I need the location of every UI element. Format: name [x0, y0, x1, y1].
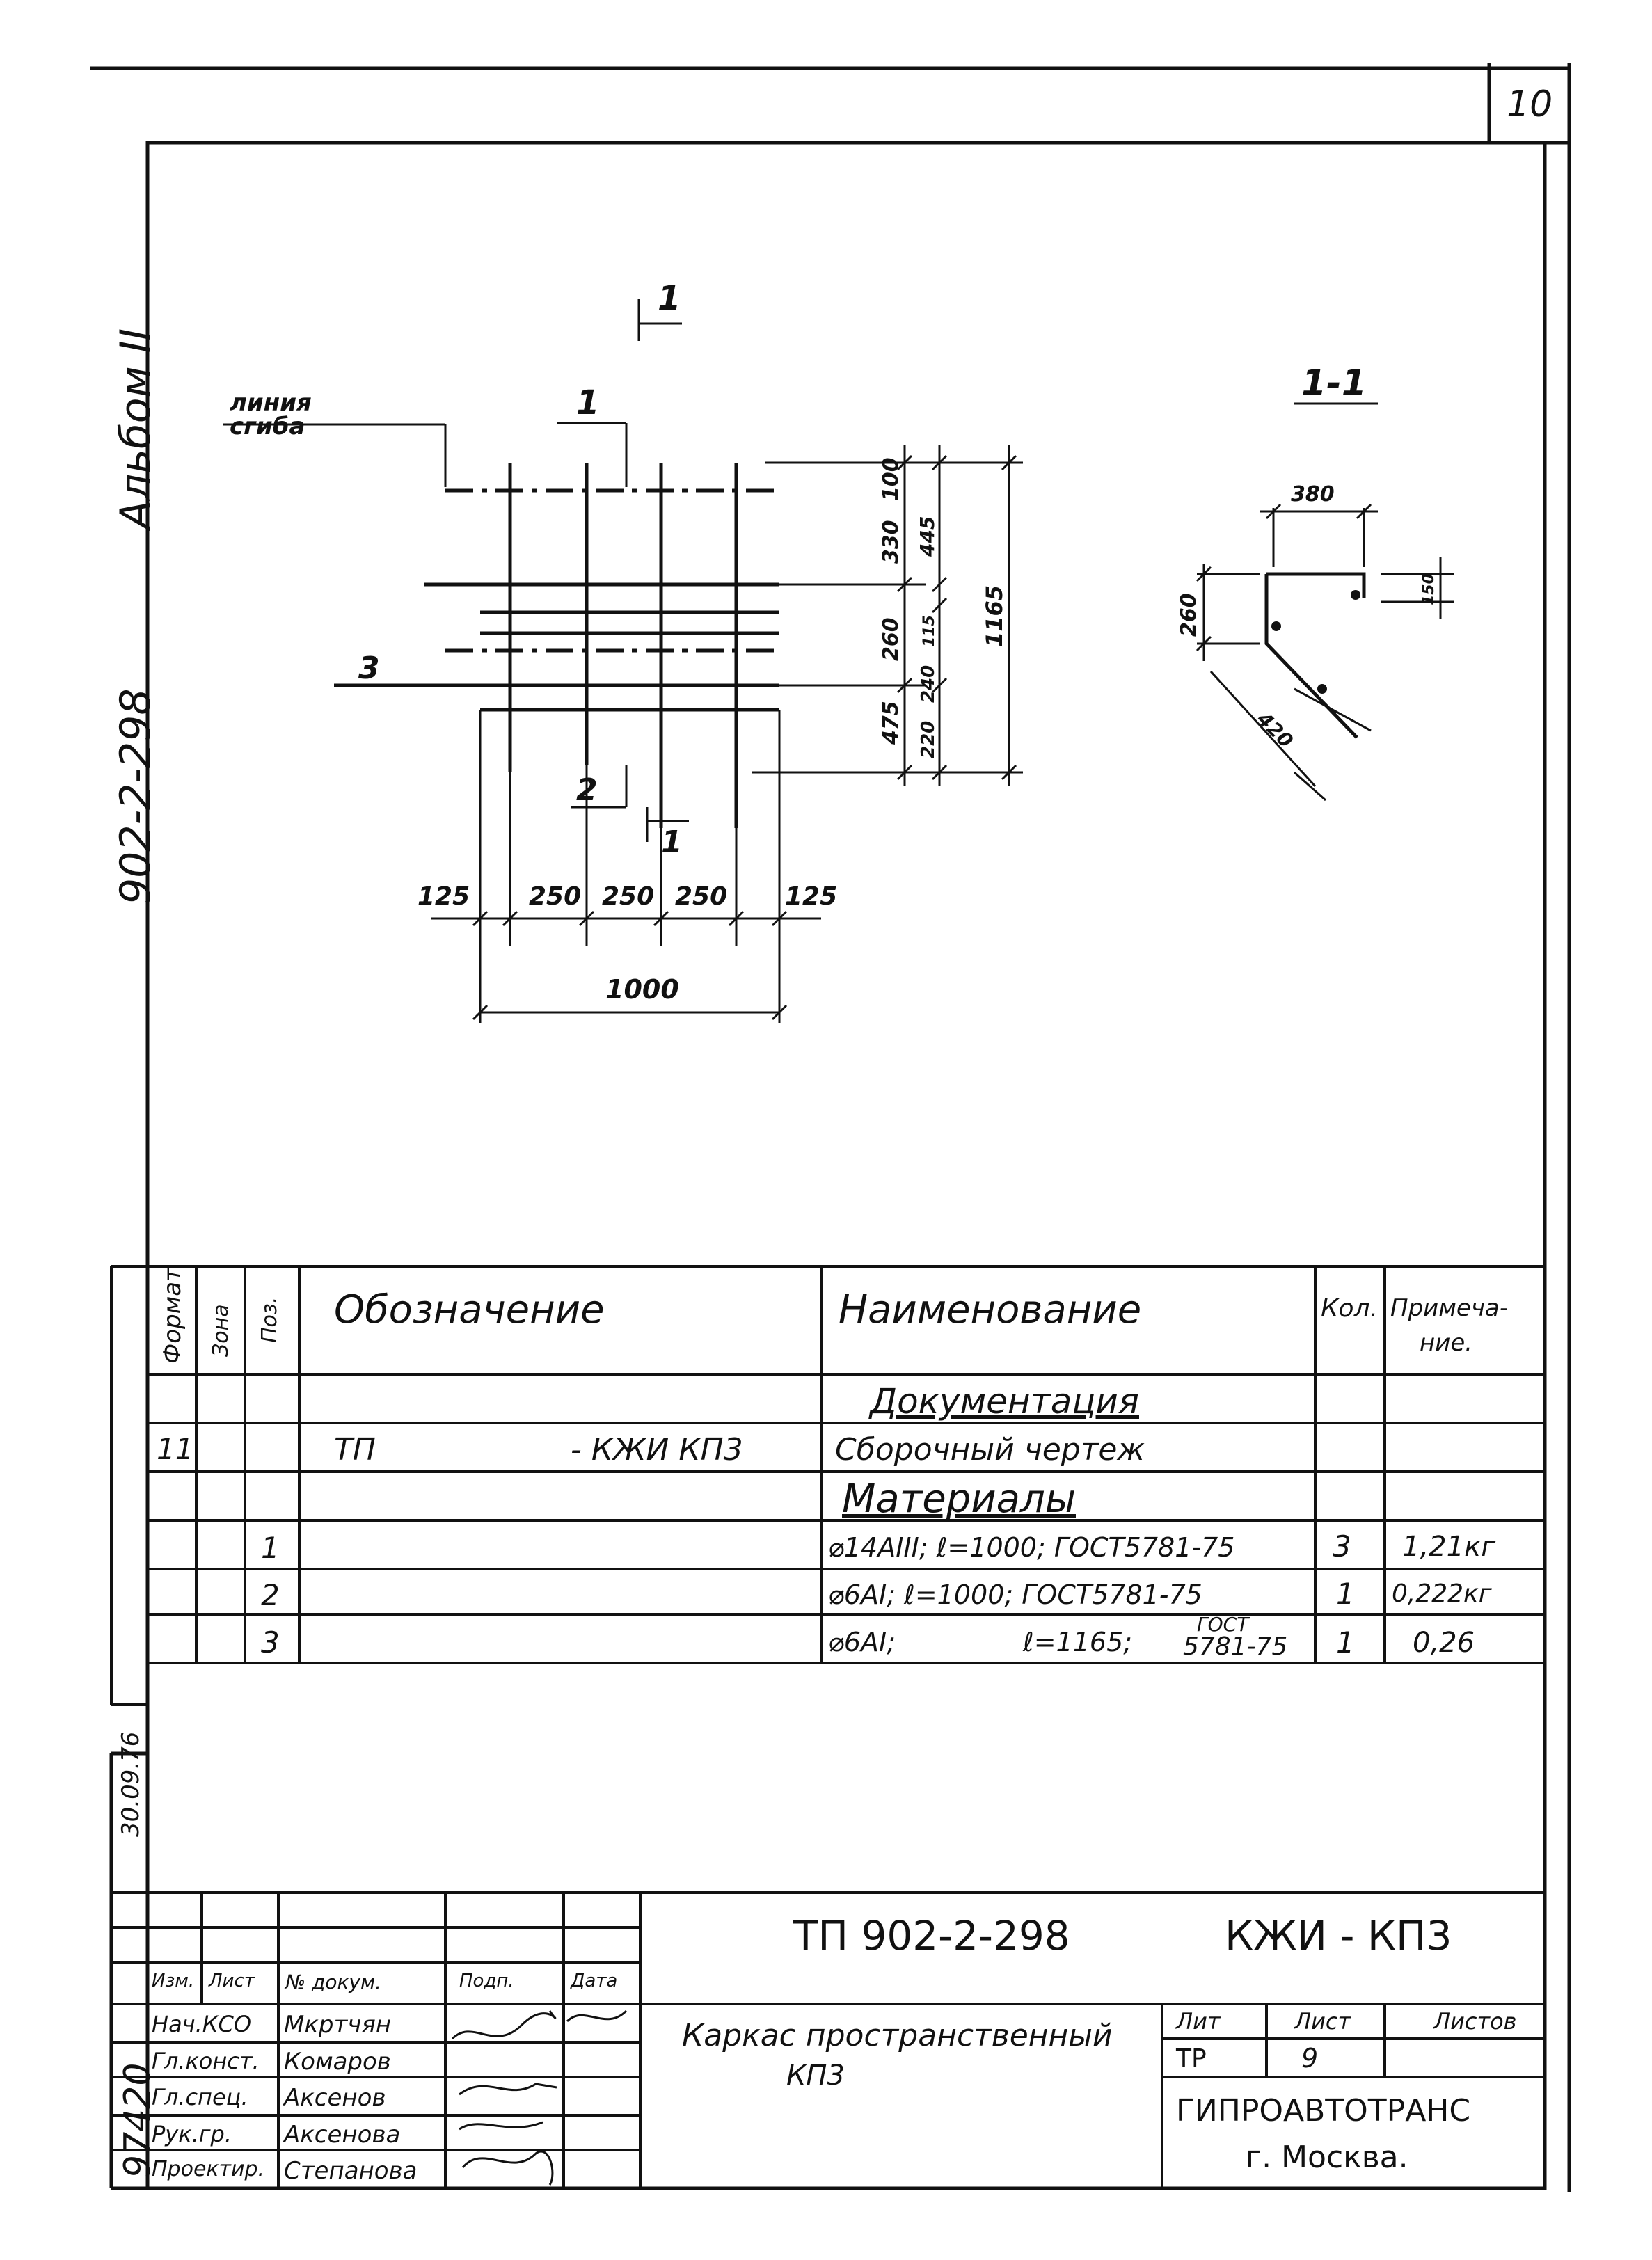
role-1: Нач.КСО [152, 2011, 251, 2037]
name-1: Мкртчян [284, 2011, 392, 2039]
col-header-doc-no: № докум. [285, 1971, 382, 1994]
org-city: г. Москва. [1246, 2140, 1408, 2175]
row-1-note: 1,21кг [1402, 1531, 1496, 1563]
org-name: ГИПРОАВТОТРАНС [1176, 2093, 1471, 2128]
row-3-pos: 3 [261, 1625, 280, 1660]
sheet-value: 9 [1301, 2043, 1319, 2074]
doc-designation-right: - КЖИ КП3 [571, 1432, 743, 1467]
doc-format: 11 [157, 1432, 194, 1466]
doc-code: ТП 902-2-298 [793, 1912, 1070, 1959]
col-header-signature: Подп. [459, 1971, 514, 1991]
dim-bottom-5: 125 [785, 882, 837, 911]
row-2-name: ⌀6АI; ℓ=1000; ГОСТ5781-75 [828, 1579, 1202, 1610]
section-documentation: Документация [870, 1381, 1139, 1422]
row-3-qty: 1 [1336, 1625, 1355, 1660]
position-3-label: 3 [358, 651, 380, 686]
bend-line-label-1: линия [230, 389, 312, 417]
header-note-1: Примеча- [1390, 1294, 1509, 1322]
section-mark-bottom: 1 [661, 825, 683, 860]
stage-value: ТР [1176, 2044, 1207, 2073]
role-5: Проектир. [152, 2157, 265, 2181]
position-1-label: 1 [576, 383, 599, 422]
section-dim-diag: 420 [1252, 707, 1297, 752]
row-2-note: 0,222кг [1392, 1579, 1492, 1608]
dim-right-a-3: 260 [879, 617, 903, 661]
role-2: Гл.конст. [152, 2048, 260, 2074]
dim-right-a-4: 475 [879, 701, 903, 745]
doc-name: Сборочный чертеж [835, 1432, 1145, 1467]
dim-bottom-1: 125 [418, 882, 470, 911]
dim-right-a-1: 100 [879, 457, 903, 501]
dim-right-b-2: 115 [921, 615, 938, 647]
section-title: 1-1 [1301, 363, 1367, 404]
dim-total-width: 1000 [605, 974, 679, 1005]
signatures [451, 2010, 628, 2186]
position-2-label: 2 [576, 772, 598, 808]
header-designation: Обозначение [334, 1287, 605, 1332]
section-dim-side: 150 [1420, 573, 1438, 605]
sheet-number: 10 [1507, 83, 1553, 125]
margin-signature-date: 30.09.76 [117, 1731, 145, 1837]
header-qty: Кол. [1321, 1294, 1379, 1323]
dim-bottom-4: 250 [675, 882, 727, 911]
dim-total-height: 1165 [981, 585, 1008, 647]
bend-line-label-2: сгиба [230, 413, 305, 440]
row-3-name-mid: ℓ=1165; [1023, 1627, 1133, 1657]
row-3-name-top: ГОСТ [1197, 1613, 1249, 1636]
stage-header-sheets: Листов [1433, 2008, 1517, 2035]
dim-right-b-3: 240 [918, 665, 939, 703]
row-2-qty: 1 [1336, 1577, 1355, 1611]
project-code-side: 902-2-298 [111, 688, 160, 905]
row-1-name: ⌀14АIII; ℓ=1000; ГОСТ5781-75 [828, 1532, 1235, 1563]
row-3-name-bottom: 5781-75 [1183, 1632, 1288, 1661]
doc-designation-left: ТП [334, 1432, 376, 1467]
section-materials: Материалы [842, 1477, 1076, 1522]
col-header-sheet: Лист [209, 1971, 255, 1991]
album-label: Альбом II [111, 328, 160, 529]
name-3: Аксенов [284, 2084, 386, 2112]
name-2: Комаров [284, 2048, 391, 2076]
header-note-2: ние. [1420, 1329, 1473, 1357]
stage-header-sheet: Лист [1294, 2008, 1351, 2035]
dim-right-a-2: 330 [879, 520, 903, 564]
doc-suffix: КЖИ - КП3 [1225, 1912, 1452, 1959]
section-mark-top: 1 [658, 279, 681, 318]
dim-right-b-1: 445 [916, 516, 939, 557]
dim-bottom-2: 250 [529, 882, 581, 911]
row-2-pos: 2 [261, 1578, 280, 1612]
row-1-qty: 3 [1333, 1529, 1351, 1563]
role-3: Гл.спец. [152, 2084, 248, 2110]
role-4: Рук.гр. [152, 2121, 232, 2147]
header-format: Формат [159, 1268, 186, 1364]
header-pos: Поз. [257, 1296, 282, 1343]
dim-bottom-3: 250 [602, 882, 654, 911]
header-name: Наименование [839, 1287, 1142, 1332]
row-1-pos: 1 [261, 1531, 280, 1565]
stage-header-lit: Лит [1176, 2008, 1221, 2035]
row-3-name-left: ⌀6АI; [828, 1627, 896, 1657]
inventory-number: 97420 [117, 2062, 159, 2178]
row-3-note: 0,26 [1413, 1627, 1475, 1659]
section-dim-top: 380 [1291, 482, 1335, 507]
col-header-change: Изм. [152, 1971, 195, 1991]
section-dim-left: 260 [1177, 593, 1201, 637]
product-line-2: КП3 [786, 2060, 845, 2092]
col-header-date: Дата [571, 1971, 618, 1991]
name-4: Аксенова [284, 2121, 401, 2149]
header-zone: Зона [209, 1304, 233, 1357]
dim-right-b-4: 220 [918, 721, 939, 758]
product-line-1: Каркас пространственный [682, 2018, 1113, 2053]
name-5: Степанова [284, 2157, 418, 2185]
